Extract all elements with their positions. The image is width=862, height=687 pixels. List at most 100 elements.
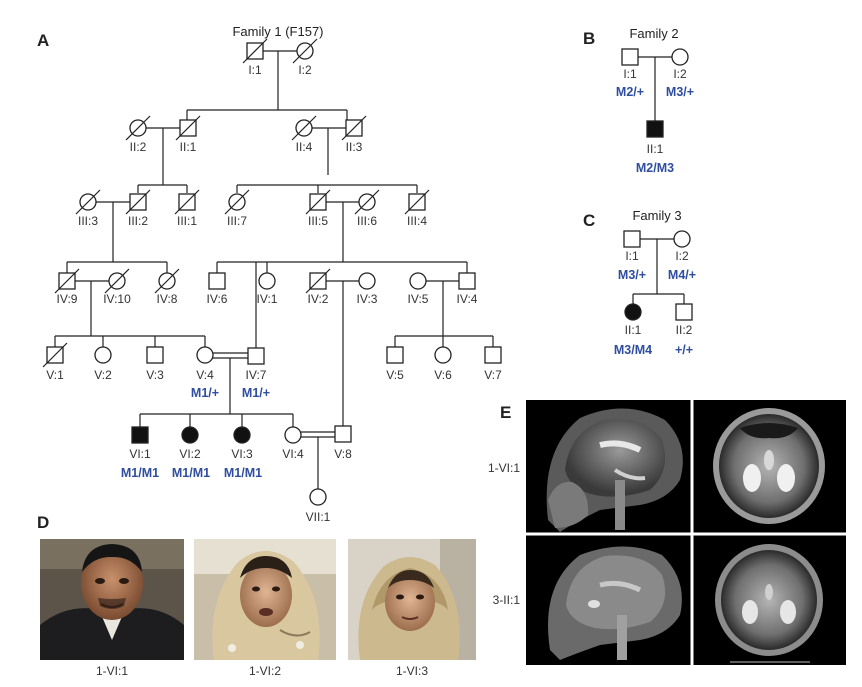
mri-sagittal-t1 (548, 546, 682, 660)
f1-label-III7: III:7 (227, 214, 247, 228)
f1-label-V7: V:7 (484, 368, 502, 382)
panel-label-a: A (37, 31, 49, 50)
f2-genotype-I1: M2/+ (616, 85, 644, 99)
mri-axial-2 (715, 544, 823, 663)
f2-label-I2: I:2 (673, 67, 687, 81)
f1-V8-symbol (334, 425, 352, 443)
f3-I2-symbol (673, 230, 691, 248)
patient-photos: 1-VI:1 1-VI:2 1-VI:3 (40, 539, 476, 678)
mri-panel: 1-VI:1 3-II:1 (488, 400, 846, 665)
mri-row-label-1: 1-VI:1 (488, 461, 520, 475)
family3-title: Family 3 (632, 208, 681, 223)
f1-label-VI3: VI:3 (231, 447, 253, 461)
f1-VI4-symbol (284, 426, 302, 444)
f1-label-III1: III:1 (177, 214, 197, 228)
f1-label-VI2: VI:2 (179, 447, 201, 461)
f1-label-III6: III:6 (357, 214, 377, 228)
family1-title: Family 1 (F157) (232, 24, 323, 39)
photo-caption-2: 1-VI:2 (249, 664, 281, 678)
f1-IV6-symbol (208, 272, 226, 290)
f1-IV7-symbol (247, 347, 265, 365)
f3-label-II1: II:1 (625, 323, 642, 337)
f2-genotype-II1: M2/M3 (636, 161, 674, 175)
f3-label-I2: I:2 (675, 249, 689, 263)
f1-label-VI4: VI:4 (282, 447, 304, 461)
f1-label-IV6: IV:6 (207, 292, 228, 306)
f1-VI3-symbol-affected (233, 426, 251, 444)
f3-II1-symbol-affected (624, 303, 642, 321)
f1-label-IV1: IV:1 (257, 292, 278, 306)
f1-label-IV5: IV:5 (408, 292, 429, 306)
f1-V2-symbol (94, 346, 112, 364)
f1-label-I2: I:2 (298, 63, 312, 77)
panel-label-e: E (500, 403, 511, 422)
family2-pedigree: Family 2 I:1 I:2 M2/+ M3/+ II:1 M2/M3 (616, 26, 694, 175)
f1-label-I1: I:1 (248, 63, 262, 77)
f3-genotype-II1: M3/M4 (614, 343, 652, 357)
f2-label-II1: II:1 (647, 142, 664, 156)
f1-label-V2: V:2 (94, 368, 112, 382)
panel-label-c: C (583, 211, 595, 230)
f1-genotype-VI1: M1/M1 (121, 466, 159, 480)
family2-title: Family 2 (629, 26, 678, 41)
f1-IV4-symbol (458, 272, 476, 290)
f1-IV1-symbol (258, 272, 276, 290)
f3-label-II2: II:2 (676, 323, 693, 337)
f3-I1-symbol (623, 230, 641, 248)
family3-pedigree: Family 3 I:1 I:2 M3/+ M4/+ II:1 II:2 M3/… (614, 208, 696, 357)
f1-label-II2: II:2 (130, 140, 147, 154)
f1-VII1-symbol (309, 488, 327, 506)
f1-VI1-symbol-affected (131, 426, 149, 444)
panel-label-b: B (583, 29, 595, 48)
f1-label-IV7: IV:7 (246, 368, 267, 382)
f1-V7-symbol (484, 346, 502, 364)
f2-label-I1: I:1 (623, 67, 637, 81)
f1-label-V6: V:6 (434, 368, 452, 382)
f1-V4-symbol (196, 346, 214, 364)
photo-patient-1-VI1 (40, 539, 184, 660)
photo-caption-1: 1-VI:1 (96, 664, 128, 678)
f1-label-II4: II:4 (296, 140, 313, 154)
f1-label-IV8: IV:8 (157, 292, 178, 306)
f1-label-II1: II:1 (180, 140, 197, 154)
mri-row-label-2: 3-II:1 (493, 593, 521, 607)
family1-pedigree: Family 1 (F157) (42, 24, 502, 524)
f1-label-IV2: IV:2 (308, 292, 329, 306)
f3-label-I1: I:1 (625, 249, 639, 263)
f1-label-III4: III:4 (407, 214, 427, 228)
f3-genotype-II2: +/+ (675, 343, 693, 357)
f1-IV5-symbol (409, 272, 427, 290)
f1-V5-symbol (386, 346, 404, 364)
mri-sagittal-t2 (546, 408, 683, 532)
f1-label-V5: V:5 (386, 368, 404, 382)
photo-patient-1-VI2 (194, 539, 336, 660)
f3-genotype-I2: M4/+ (668, 268, 696, 282)
f1-V3-symbol (146, 346, 164, 364)
f1-label-IV4: IV:4 (457, 292, 478, 306)
f2-genotype-I2: M3/+ (666, 85, 694, 99)
f3-II2-symbol (675, 303, 693, 321)
f2-I2-symbol (671, 48, 689, 66)
f3-genotype-I1: M3/+ (618, 268, 646, 282)
photo-caption-3: 1-VI:3 (396, 664, 428, 678)
f1-genotype-V4: M1/+ (191, 386, 219, 400)
f1-label-V8: V:8 (334, 447, 352, 461)
panel-label-d: D (37, 513, 49, 532)
f1-VI2-symbol-affected (181, 426, 199, 444)
f1-label-V3: V:3 (146, 368, 164, 382)
f1-genotype-VI2: M1/M1 (172, 466, 210, 480)
f1-label-IV3: IV:3 (357, 292, 378, 306)
f1-V6-symbol (434, 346, 452, 364)
f1-IV3-symbol (358, 272, 376, 290)
f2-I1-symbol (621, 48, 639, 66)
f1-label-II3: II:3 (346, 140, 363, 154)
f2-II1-symbol-affected (646, 120, 664, 138)
mri-axial-t2 (713, 408, 825, 524)
f1-label-III5: III:5 (308, 214, 328, 228)
f1-label-III3: III:3 (78, 214, 98, 228)
f1-label-VII1: VII:1 (306, 510, 331, 524)
f1-label-V1: V:1 (46, 368, 64, 382)
f1-label-VI1: VI:1 (129, 447, 151, 461)
f1-label-IV9: IV:9 (57, 292, 78, 306)
